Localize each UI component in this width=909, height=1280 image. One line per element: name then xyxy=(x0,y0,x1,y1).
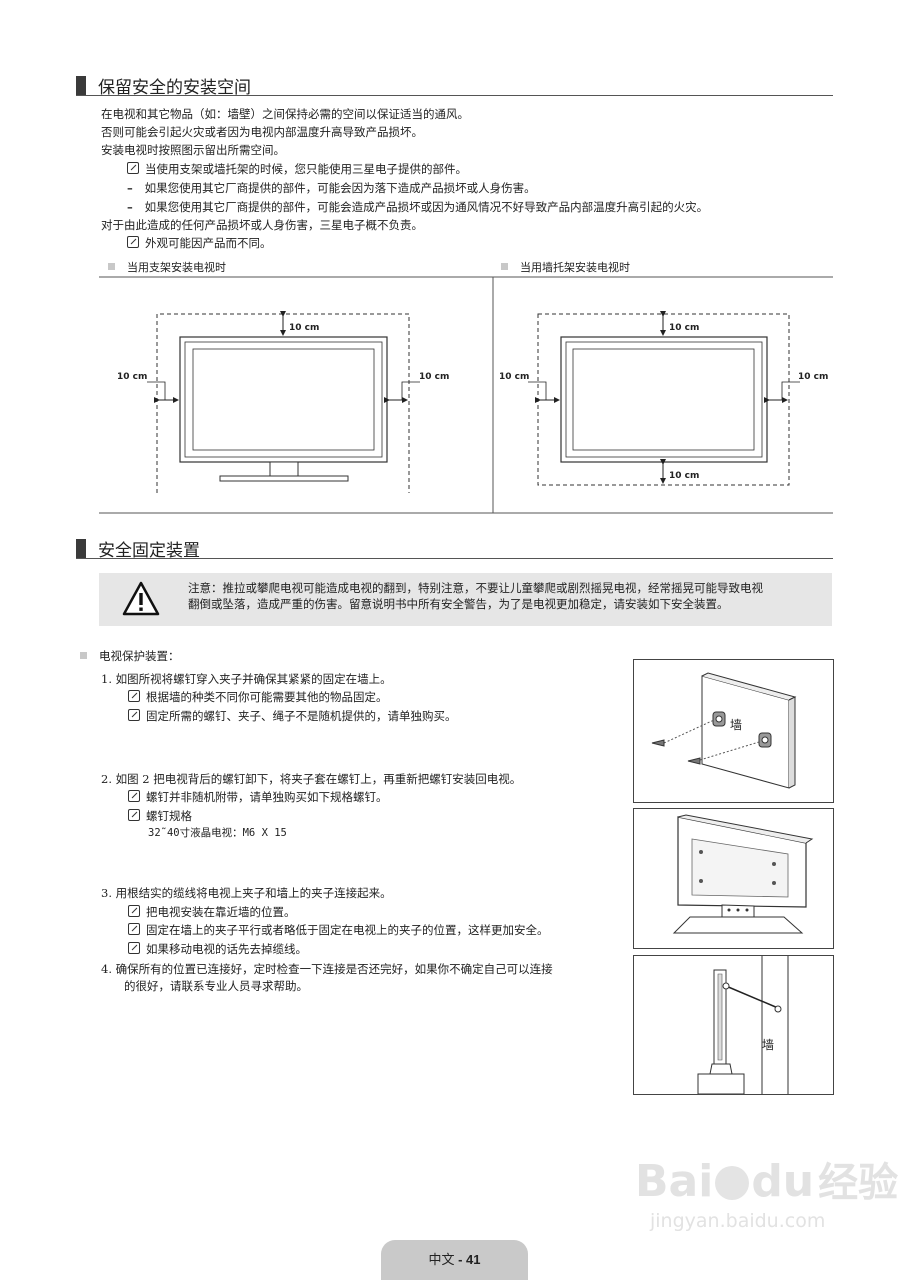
dimension-bottom-label: 10 cm xyxy=(669,471,699,481)
dash-line-2: – 如果您使用其它厂商提供的部件，可能会造成产品损坏或因为通风情况不好导致产品内… xyxy=(127,198,708,216)
dash-line-1: – 如果您使用其它厂商提供的部件，可能会因为落下造成产品损坏或人身伤害。 xyxy=(127,179,536,197)
bullet-square xyxy=(108,263,115,270)
step-1-note-1: 根据墙的种类不同你可能需要其他的物品固定。 xyxy=(128,688,388,706)
step-2: 2. 如图 2 把电视背后的螺钉卸下，将夹子套在螺钉上，再重新把螺钉安装回电视。 xyxy=(101,772,522,786)
watermark-url: jingyan.baidu.com xyxy=(650,1210,826,1232)
body-line-3: 安装电视时按照图示留出所需空间。 xyxy=(101,143,285,157)
step-4-line-2: 的很好，请联系专业人员寻求帮助。 xyxy=(124,979,308,993)
figure-wall-clamps: 墙 xyxy=(633,659,834,803)
screw-spec: 32˜40寸液晶电视：M6 X 15 xyxy=(148,827,287,839)
watermark-brand: Bai xyxy=(635,1156,714,1207)
step-2-note-2: 螺钉规格 xyxy=(128,807,192,825)
footer-lang: 中文 xyxy=(428,1252,455,1267)
caption-text: 当用支架安装电视时 xyxy=(127,261,226,274)
protection-subhead: 电视保护装置： xyxy=(80,647,180,665)
dimension-top-label: 10 cm xyxy=(289,323,319,333)
section-marker xyxy=(76,538,86,559)
step-3-note-2: 固定在墙上的夹子平行或者略低于固定在电视上的夹子的位置，这样更加安全。 xyxy=(128,921,549,939)
dimension-left-label: 10 cm xyxy=(499,372,529,382)
note-text: 固定所需的螺钉、夹子、绳子不是随机提供的，请单独购买。 xyxy=(146,709,457,723)
section-rule xyxy=(76,95,833,96)
dash-icon: – xyxy=(127,200,133,214)
body-line-4: 对于由此造成的任何产品损坏或人身伤害，三星电子概不负责。 xyxy=(101,218,423,232)
note-icon xyxy=(128,905,140,917)
note-text: 如果移动电视的话先去掉缆线。 xyxy=(146,942,307,956)
warning-text-2: 翻倒或坠落，造成严重的伤害。留意说明书中所有安全警告，为了是电视更加稳定，请安装… xyxy=(188,597,729,611)
tv-screen xyxy=(192,348,375,451)
body-line-2: 否则可能会引起火灾或者因为电视内部温度升高导致产品损坏。 xyxy=(101,125,423,139)
wall-label: 墙 xyxy=(762,1038,775,1052)
note-text: 固定在墙上的夹子平行或者略低于固定在电视上的夹子的位置，这样更加安全。 xyxy=(146,923,549,937)
wall-label: 墙 xyxy=(730,718,743,732)
note-icon xyxy=(128,690,140,702)
tv-screen xyxy=(572,348,755,451)
warning-box: 注意：推拉或攀爬电视可能造成电视的翻到，特别注意，不要让儿童攀爬或剧烈摇晃电视，… xyxy=(99,573,832,626)
figure-tv-back xyxy=(633,808,834,949)
step-1-note-2: 固定所需的螺钉、夹子、绳子不是随机提供的，请单独购买。 xyxy=(128,707,457,725)
note-icon xyxy=(128,809,140,821)
note-icon xyxy=(128,790,140,802)
watermark-brand-2: du xyxy=(751,1156,815,1207)
stand-tv-diagram: 10 cm 10 cm 10 cm xyxy=(117,311,449,493)
dash-icon: – xyxy=(127,181,133,195)
caption-wall: 当用墙托架安装电视时 xyxy=(501,259,630,277)
note-icon xyxy=(127,236,139,248)
note-text: 螺钉并非随机附带，请单独购买如下规格螺钉。 xyxy=(146,790,388,804)
caption-text: 当用墙托架安装电视时 xyxy=(520,261,630,274)
note-icon xyxy=(128,923,140,935)
step-3: 3. 用根结实的缆线将电视上夹子和墙上的夹子连接起来。 xyxy=(101,886,392,900)
note-text: 把电视安装在靠近墙的位置。 xyxy=(146,905,296,919)
note-text: 外观可能因产品而不同。 xyxy=(145,236,272,250)
note-text: 当使用支架或墙托架的时候，您只能使用三星电子提供的部件。 xyxy=(145,162,467,176)
dimension-right-label: 10 cm xyxy=(419,372,449,382)
step-2-note-1: 螺钉并非随机附带，请单独购买如下规格螺钉。 xyxy=(128,788,388,806)
subhead-text: 电视保护装置： xyxy=(99,649,180,663)
tv-back-illustration xyxy=(672,814,814,934)
wall-tv-diagram: 10 cm 10 cm 10 cm 10 cm xyxy=(499,311,828,486)
step-4-line-1: 4. 确保所有的位置已连接好，定时检查一下连接是否还完好，如果你不确定自己可以连… xyxy=(101,962,553,976)
warning-text-1: 注意：推拉或攀爬电视可能造成电视的翻到，特别注意，不要让儿童攀爬或剧烈摇晃电视，… xyxy=(188,581,763,595)
section-marker xyxy=(76,75,86,96)
section-title-text: 安全固定装置 xyxy=(98,541,200,561)
bullet-square xyxy=(501,263,508,270)
warning-icon xyxy=(122,581,160,616)
caption-stand: 当用支架安装电视时 xyxy=(108,259,226,277)
page-number: 中文 - 41 xyxy=(381,1249,528,1268)
note-line-2: 外观可能因产品而不同。 xyxy=(127,234,272,252)
dimension-top-label: 10 cm xyxy=(669,323,699,333)
section-title-ventilation: 保留安全的安装空间 xyxy=(76,73,251,98)
figure-cable-connection: 墙 xyxy=(633,955,834,1095)
note-icon xyxy=(128,942,140,954)
section-rule xyxy=(76,558,833,559)
watermark-brand-cn: 经验 xyxy=(818,1160,899,1206)
dimension-right-label: 10 cm xyxy=(798,372,828,382)
footer-page: 41 xyxy=(466,1252,481,1267)
note-text: 根据墙的种类不同你可能需要其他的物品固定。 xyxy=(146,690,388,704)
step-3-note-1: 把电视安装在靠近墙的位置。 xyxy=(128,903,296,921)
dimension-left-label: 10 cm xyxy=(117,372,147,382)
note-text: 螺钉规格 xyxy=(146,809,192,823)
dash-text: 如果您使用其它厂商提供的部件，可能会造成产品损坏或因为通风情况不好导致产品内部温… xyxy=(144,200,709,214)
cable-connection-illustration xyxy=(697,956,789,1095)
note-icon xyxy=(128,709,140,721)
wall-clamp-illustration xyxy=(651,672,797,789)
section-title-safety: 安全固定装置 xyxy=(76,536,200,561)
dash-text: 如果您使用其它厂商提供的部件，可能会因为落下造成产品损坏或人身伤害。 xyxy=(144,181,536,195)
page-number-tab: 中文 - 41 xyxy=(381,1240,528,1280)
section-title-text: 保留安全的安装空间 xyxy=(98,78,251,98)
step-3-note-3: 如果移动电视的话先去掉缆线。 xyxy=(128,940,307,958)
tv-base xyxy=(219,475,349,482)
note-line-1: 当使用支架或墙托架的时候，您只能使用三星电子提供的部件。 xyxy=(127,160,467,178)
tv-neck xyxy=(269,461,299,477)
installation-space-diagrams: 10 cm 10 cm 10 cm 10 cm 10 cm 10 cm 10 c… xyxy=(99,276,833,514)
paw-icon xyxy=(715,1166,750,1200)
body-line-1: 在电视和其它物品（如：墙壁）之间保持必需的空间以保证适当的通风。 xyxy=(101,107,469,121)
footer-sep: - xyxy=(454,1252,467,1267)
step-1: 1. 如图所视将螺钉穿入夹子并确保其紧紧的固定在墙上。 xyxy=(101,672,392,686)
bullet-square xyxy=(80,652,87,659)
note-icon xyxy=(127,162,139,174)
